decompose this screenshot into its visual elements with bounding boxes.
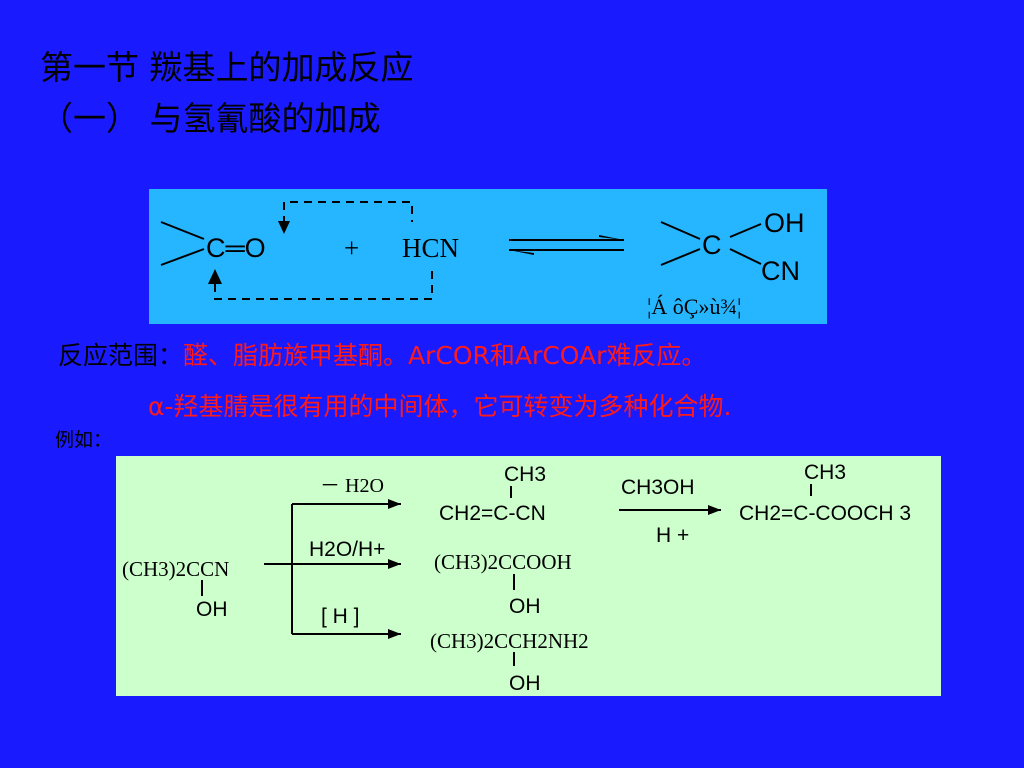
arrow-head-down-icon (278, 221, 290, 234)
bond-line (160, 221, 205, 240)
scope-text: 醛、脂肪族甲基酮。ArCOR和ArCOAr难反应。 (183, 341, 707, 370)
dashed-path-bottom (214, 269, 433, 300)
bond-line (660, 221, 701, 240)
scope-line: 反应范围：醛、脂肪族甲基酮。ArCOR和ArCOAr难反应。 (58, 341, 706, 371)
condition-methanol: CH3OH (621, 476, 695, 499)
scope-label-emph: 范围 (108, 341, 159, 370)
arrow-head-icon (388, 559, 401, 569)
condition-acid: H + (656, 524, 689, 547)
reverse-arrow-head-icon (509, 250, 534, 255)
reagent-label: HCN (402, 233, 459, 263)
start-material: (CH3)2CCN (122, 557, 229, 581)
bond-line (729, 248, 762, 265)
arrow-head-icon (388, 499, 401, 509)
bond-line (729, 223, 762, 238)
product-oh: OH (764, 208, 805, 238)
example-label: 例如： (55, 429, 113, 451)
arrow-head-icon (388, 629, 401, 639)
arrow-head-icon (708, 505, 721, 515)
start-oh: OH (196, 598, 228, 621)
product2-main: (CH3)2CCOOH (434, 550, 572, 574)
product2-oh: OH (509, 595, 541, 618)
product-carbon: C (702, 230, 722, 260)
product4-main: CH2=C-COOCH 3 (739, 502, 911, 525)
scope-label-prefix: 反应 (58, 341, 109, 370)
product3-oh: OH (509, 672, 541, 695)
forward-arrow-head-icon (599, 235, 624, 240)
product4-ch3: CH3 (804, 461, 846, 484)
scope-colon: ： (158, 341, 184, 370)
product1-main: CH2=C-CN (439, 502, 546, 525)
product3-main: (CH3)2CCH2NH2 (430, 629, 589, 653)
slide-subtitle: （一） 与氢氰酸的加成 (40, 99, 381, 138)
reaction-equation-diagram: C═O + HCN C OH CN ¦Á ôÇ»ù¾¦ (160, 201, 805, 319)
garbled-caption: ¦Á ôÇ»ù¾¦ (647, 294, 741, 319)
arrow-head-up-icon (208, 269, 222, 284)
slide-title: 第一节 羰基上的加成反应 (40, 48, 414, 87)
reaction-equation-panel: C═O + HCN C OH CN ¦Á ôÇ»ù¾¦ (149, 189, 827, 324)
condition-hydrolysis: H2O/H+ (309, 538, 385, 561)
reaction-scheme-panel: (CH3)2CCN OH － H2O H2O/H+ [ H ] CH3 CH2=… (116, 456, 941, 696)
bond-line (660, 248, 701, 266)
bond-line (160, 248, 205, 266)
product-cn: CN (761, 256, 800, 286)
condition-reduction: [ H ] (321, 605, 360, 628)
product1-ch3: CH3 (504, 463, 546, 486)
dashed-path-top (283, 201, 413, 224)
scope-continuation: α-羟基腈是很有用的中间体，它可转变为多种化合物. (148, 392, 732, 421)
reaction-scheme-diagram: (CH3)2CCN OH － H2O H2O/H+ [ H ] CH3 CH2=… (122, 461, 911, 695)
carbonyl-label: C═O (206, 233, 266, 263)
plus-sign: + (344, 233, 359, 263)
condition-dehydration: － H2O (320, 475, 384, 497)
